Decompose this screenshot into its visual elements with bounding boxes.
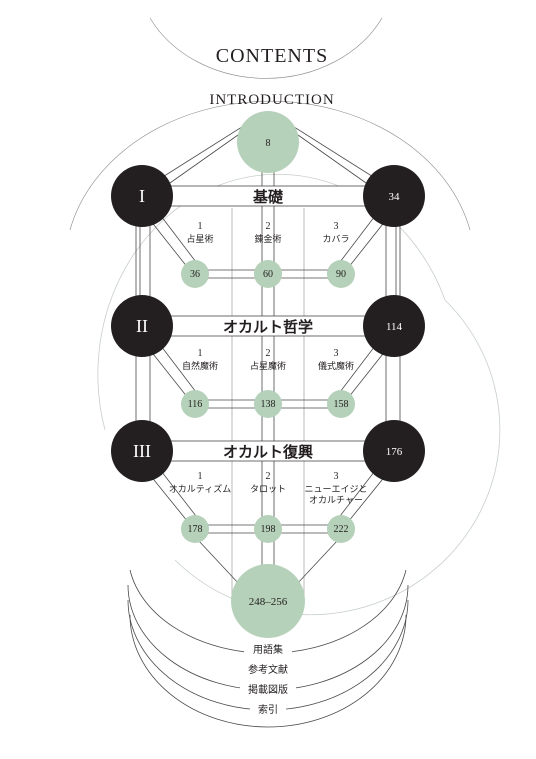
- p3-ch3-title-line2: オカルチャー: [309, 495, 363, 505]
- part-3-roman: III: [133, 441, 151, 461]
- p3-ch2-circle[interactable]: [254, 515, 282, 543]
- p1-ch3-page: 90: [336, 269, 346, 280]
- illustrations-label[interactable]: 掲載図版: [248, 683, 288, 696]
- p3-ch1-num: 1: [198, 471, 203, 482]
- p2-ch1-circle[interactable]: [181, 390, 209, 418]
- p3-ch3-circle[interactable]: [327, 515, 355, 543]
- p1-ch1-num: 1: [198, 221, 203, 232]
- p3-ch1-circle[interactable]: [181, 515, 209, 543]
- p2-ch2-num: 2: [266, 348, 271, 359]
- part-3-circle[interactable]: [111, 420, 173, 482]
- p2-ch1-num: 1: [198, 348, 203, 359]
- p1-ch3-title: カバラ: [322, 234, 349, 244]
- part-1-page-circle[interactable]: [363, 165, 425, 227]
- part-1-heading: 基礎: [252, 188, 284, 206]
- p2-ch3-num: 3: [334, 348, 339, 359]
- p3-ch1-title: オカルティズム: [169, 483, 231, 494]
- p3-ch3-num: 3: [334, 471, 339, 482]
- p1-ch1-title: 占星術: [186, 233, 213, 244]
- bibliography-label[interactable]: 参考文献: [248, 663, 288, 676]
- p3-ch2-num: 2: [266, 471, 271, 482]
- introduction-label: INTRODUCTION: [209, 92, 334, 108]
- introduction-page: 8: [266, 138, 271, 149]
- p1-ch2-circle[interactable]: [254, 260, 282, 288]
- p3-ch1-page: 178: [188, 524, 203, 535]
- p1-ch2-num: 2: [266, 221, 271, 232]
- top-arc: [149, 17, 383, 79]
- p2-ch3-circle[interactable]: [327, 390, 355, 418]
- glossary-label[interactable]: 用語集: [253, 643, 283, 656]
- p3-ch3-page: 222: [334, 524, 349, 535]
- p2-ch1-title: 自然魔術: [182, 360, 218, 371]
- back-arc-4: [129, 614, 407, 728]
- p3-ch3-title-line1: ニューエイジと: [304, 484, 367, 494]
- part-2-circle[interactable]: [111, 295, 173, 357]
- p3-ch2-page: 198: [261, 524, 276, 535]
- back-matter-pages: 248–256: [249, 596, 288, 608]
- part-2-roman: II: [136, 316, 148, 336]
- p2-ch1-page: 116: [188, 399, 203, 410]
- p2-ch3-title: 儀式魔術: [318, 360, 354, 371]
- upper-outer-arc: [69, 100, 471, 231]
- part-2-page: 114: [386, 321, 403, 333]
- part-2-heading: オカルト哲学: [223, 318, 313, 336]
- p3-ch2-title: タロット: [250, 484, 286, 494]
- contents-title: CONTENTS: [216, 45, 328, 67]
- p1-ch2-title: 錬金術: [254, 233, 281, 244]
- p1-ch3-num: 3: [334, 221, 339, 232]
- p1-ch1-page: 36: [190, 269, 200, 280]
- p1-ch2-page: 60: [263, 269, 273, 280]
- part-1-circle[interactable]: [111, 165, 173, 227]
- part-3-heading: オカルト復興: [223, 443, 313, 461]
- back-matter-circle[interactable]: [231, 564, 305, 638]
- p2-ch2-title: 占星魔術: [250, 360, 286, 371]
- part-3-page: 176: [386, 446, 403, 458]
- index-label[interactable]: 索引: [258, 703, 278, 716]
- p2-ch2-page: 138: [261, 399, 276, 410]
- p1-ch1-circle[interactable]: [181, 260, 209, 288]
- part-1-roman: I: [139, 186, 145, 206]
- part-1-page: 34: [389, 191, 401, 203]
- p1-ch3-circle[interactable]: [327, 260, 355, 288]
- p2-ch3-page: 158: [334, 399, 349, 410]
- introduction-circle[interactable]: [237, 111, 299, 173]
- part-3-page-circle[interactable]: [363, 420, 425, 482]
- p2-ch2-circle[interactable]: [254, 390, 282, 418]
- part-2-page-circle[interactable]: [363, 295, 425, 357]
